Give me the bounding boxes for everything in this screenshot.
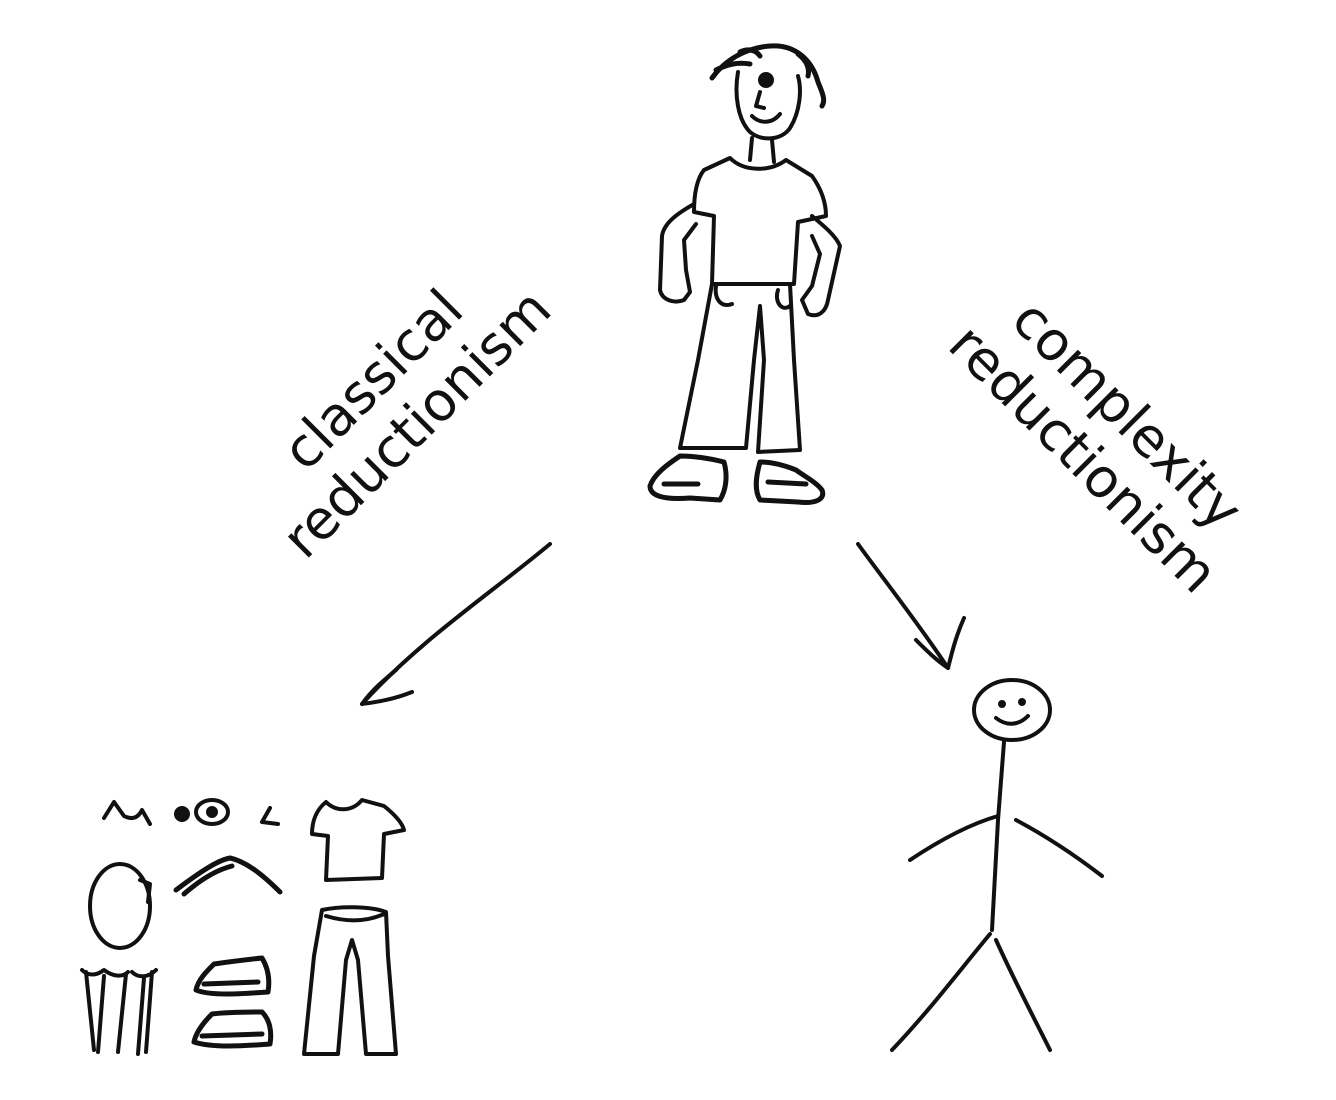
person-pants bbox=[678, 282, 802, 454]
disassembled-parts bbox=[80, 798, 406, 1056]
part-mouth bbox=[102, 800, 152, 826]
arrow-right-head bbox=[914, 616, 966, 670]
part-eye bbox=[194, 798, 230, 826]
person-left-arm bbox=[658, 202, 698, 304]
part-shirt bbox=[310, 798, 406, 882]
arrow-left-head bbox=[360, 668, 414, 706]
person-left-shoe bbox=[647, 453, 729, 503]
part-shoe-2 bbox=[191, 1009, 274, 1049]
arrow-right-shaft bbox=[856, 542, 950, 670]
part-arms bbox=[80, 968, 158, 1056]
person-right-shoe bbox=[753, 459, 826, 505]
stick-head bbox=[972, 678, 1052, 742]
person-shirt bbox=[692, 156, 828, 286]
part-shoe-1 bbox=[193, 955, 272, 997]
arrow-left bbox=[360, 542, 552, 706]
part-pants bbox=[302, 905, 398, 1056]
part-hair bbox=[173, 855, 283, 897]
part-ear bbox=[138, 878, 152, 904]
stick-body bbox=[990, 740, 1006, 932]
person-mouth bbox=[750, 112, 782, 124]
stick-arms bbox=[908, 814, 1104, 878]
stick-smile bbox=[994, 714, 1030, 726]
stick-figure bbox=[890, 678, 1104, 1052]
person-head bbox=[734, 70, 802, 141]
part-eye-dot bbox=[174, 806, 190, 822]
arrow-right bbox=[856, 542, 966, 670]
person-right-arm bbox=[800, 214, 842, 318]
part-nose bbox=[260, 806, 280, 826]
person-eye bbox=[758, 72, 774, 88]
person-neck bbox=[748, 136, 776, 164]
person-nose bbox=[754, 90, 766, 110]
stick-legs bbox=[890, 932, 1052, 1052]
part-head bbox=[88, 862, 152, 950]
person-hair bbox=[709, 43, 827, 109]
detailed-person bbox=[647, 43, 842, 505]
person-pockets bbox=[713, 284, 792, 310]
arrow-left-shaft bbox=[360, 542, 552, 706]
